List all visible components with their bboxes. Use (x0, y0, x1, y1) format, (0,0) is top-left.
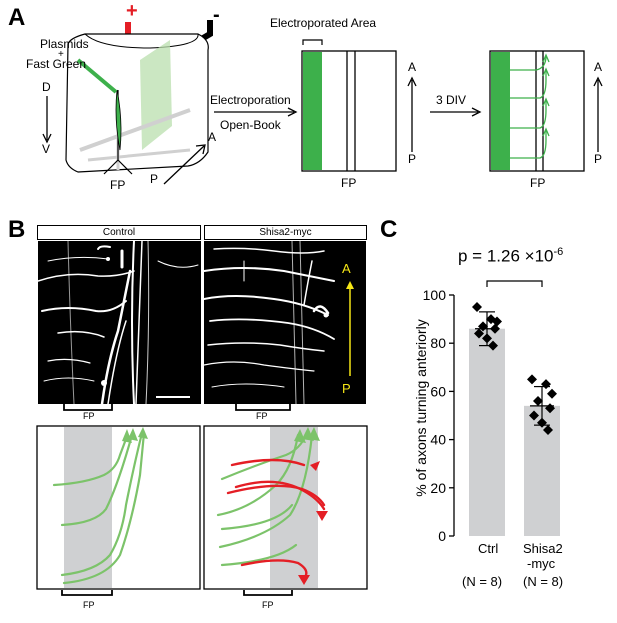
data-point (529, 410, 539, 421)
electroporation-label: Electroporation (210, 93, 291, 107)
data-point (541, 379, 551, 390)
posterior-label-a3: P (594, 152, 603, 166)
y-tick-label-60: 60 (430, 383, 446, 399)
fast-green-label: Fast Green (26, 57, 87, 71)
data-point (478, 321, 488, 332)
data-point (488, 340, 498, 351)
negative-sign: - (213, 4, 220, 26)
p-value-text: p = 1.26 ×10 (458, 246, 554, 266)
category-ctrl: Ctrl (478, 541, 499, 556)
control-micrograph (38, 241, 201, 404)
panel-a-letter: A (8, 4, 26, 31)
p-value: p = 1.26 ×10-6 (458, 246, 563, 267)
anterior-label-a1: A (208, 130, 217, 144)
posterior-label-a1: P (150, 172, 159, 186)
fp-label-a2: FP (341, 176, 357, 190)
data-point (537, 417, 547, 428)
fp-label-a1: FP (110, 178, 126, 192)
electroporated-area-label: Electroporated Area (270, 16, 377, 30)
y-tick-label-100: 100 (423, 287, 447, 303)
anterior-label-a3: A (594, 60, 603, 74)
fp-bracket-shisa (235, 404, 291, 411)
category-shisa-line1: Shisa2 (523, 541, 563, 556)
anterior-label-a2: A (408, 60, 417, 74)
data-point (486, 314, 496, 325)
bar-chart: 0 20 40 60 80 100 (423, 280, 560, 544)
neural-tube-outline (65, 33, 209, 173)
data-point (527, 374, 537, 385)
posterior-label-a2: P (408, 152, 417, 166)
open-book-label: Open-Book (220, 118, 281, 132)
fp-label-b1: FP (83, 411, 95, 421)
control-header: Control (37, 225, 201, 240)
data-point (543, 424, 553, 435)
data-point (472, 302, 482, 313)
micro-anterior-label: A (342, 261, 351, 276)
electroporated-plane (140, 40, 172, 150)
panel-c-letter: C (380, 216, 398, 243)
data-point (492, 316, 502, 327)
data-point (533, 396, 543, 407)
fp-label-diag2: FP (262, 600, 274, 610)
positive-sign: + (126, 0, 138, 22)
category-shisa-line2: -myc (527, 556, 556, 571)
data-point (474, 328, 484, 339)
n-ctrl: (N = 8) (462, 574, 503, 589)
panel-b-letter: B (8, 216, 26, 243)
plus-sign: + (58, 49, 64, 60)
y-tick-label-40: 40 (430, 432, 446, 448)
injection-needle (76, 58, 118, 94)
fp-label-diag1: FP (83, 600, 95, 610)
bar-0 (469, 328, 505, 536)
ventral-label: V (42, 142, 51, 156)
y-tick-label-80: 80 (430, 335, 446, 351)
n-shisa: (N = 8) (523, 574, 564, 589)
data-point (490, 323, 500, 334)
fp-label-b2: FP (256, 411, 268, 421)
div-label: 3 DIV (436, 93, 467, 107)
plasmids-label: Plasmids (40, 37, 89, 51)
shisa-header: Shisa2-myc (204, 225, 367, 240)
fp-label-a3: FP (530, 176, 546, 190)
dorsal-label: D (42, 80, 51, 94)
data-point (482, 333, 492, 344)
electroporated-bracket (302, 39, 323, 45)
green-ventricle (115, 89, 122, 151)
fp-bracket-diag-shisa (243, 590, 293, 596)
y-tick-label-0: 0 (438, 528, 446, 544)
fp-bracket-control (63, 404, 113, 411)
shisa-micrograph (204, 241, 366, 404)
axon-schematics (36, 425, 368, 590)
micro-posterior-label: P (342, 381, 351, 396)
significance-bracket (486, 280, 543, 287)
data-point (545, 403, 555, 414)
y-tick-label-20: 20 (430, 480, 446, 496)
panel-a-diagram (42, 20, 603, 185)
turning-axons-schematic (510, 53, 550, 159)
p-value-exponent: -6 (553, 246, 564, 258)
fp-bracket-diag-control (61, 590, 113, 596)
data-point (547, 388, 557, 399)
